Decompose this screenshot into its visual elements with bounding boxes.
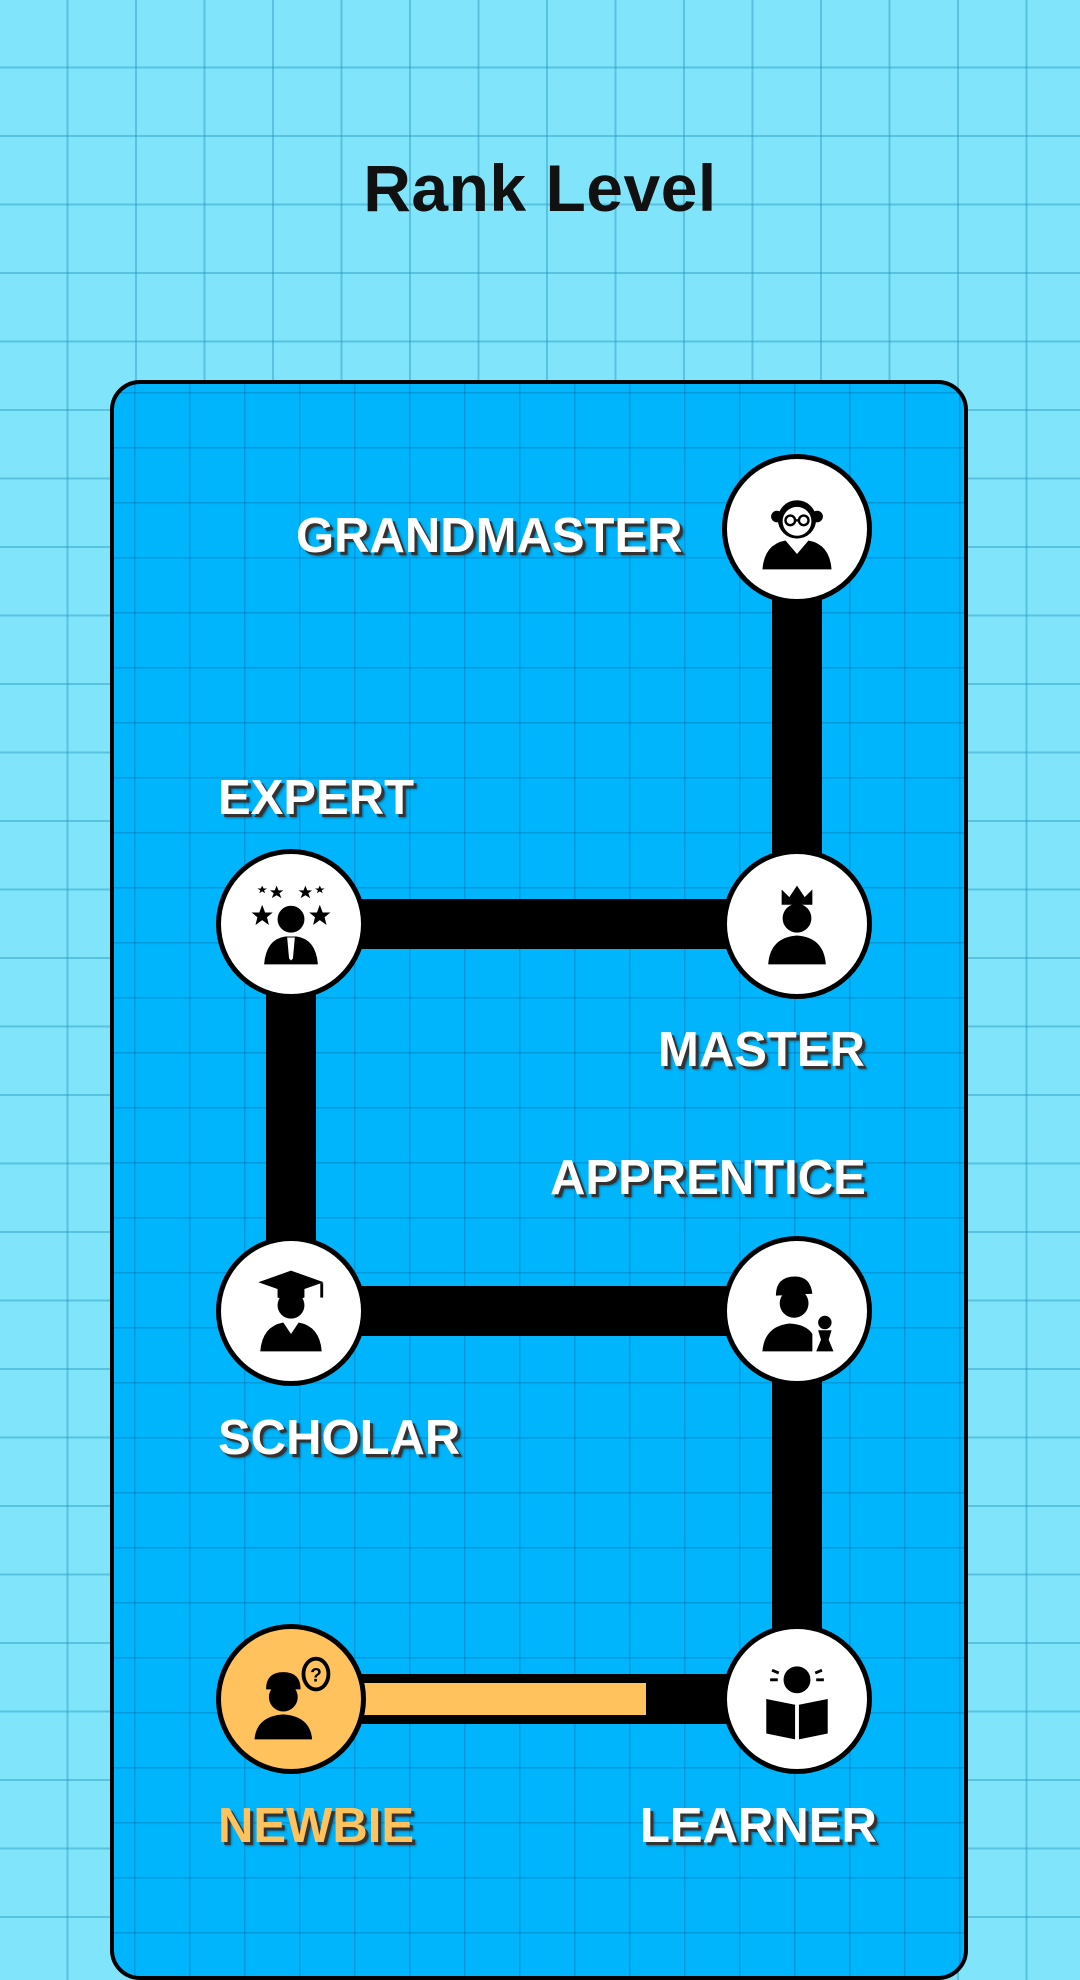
rank-node-apprentice[interactable] bbox=[722, 1236, 872, 1386]
rank-path-panel: GRANDMASTER EXPERT MASTER APPRENTICE bbox=[110, 380, 968, 1980]
page-title: Rank Level bbox=[363, 151, 717, 225]
rank-label-newbie: NEWBIE bbox=[218, 1799, 414, 1853]
graduate-cap-icon bbox=[258, 1270, 324, 1352]
path-segment-expert-master bbox=[289, 899, 789, 949]
apprentice-chess-icon bbox=[762, 1276, 834, 1352]
rank-node-master[interactable] bbox=[722, 849, 872, 999]
rank-label-apprentice: APPRENTICE bbox=[550, 1151, 866, 1205]
rank-node-learner[interactable] bbox=[722, 1624, 872, 1774]
rank-label-learner: LEARNER bbox=[640, 1799, 877, 1853]
confused-person-icon: ? bbox=[254, 1656, 331, 1740]
rank-node-scholar[interactable] bbox=[216, 1236, 366, 1386]
reader-book-icon bbox=[766, 1666, 828, 1740]
crowned-person-icon bbox=[768, 885, 826, 965]
old-man-glasses-icon bbox=[762, 500, 832, 570]
rank-label-expert: EXPERT bbox=[218, 771, 415, 825]
rank-node-expert[interactable] bbox=[216, 849, 366, 999]
rank-label-grandmaster: GRANDMASTER bbox=[296, 509, 683, 563]
rank-label-master: MASTER bbox=[658, 1023, 865, 1077]
rank-node-newbie[interactable]: ? bbox=[216, 1624, 366, 1774]
progress-fill bbox=[334, 1683, 646, 1715]
expert-stars-icon bbox=[251, 885, 331, 965]
rank-node-grandmaster[interactable] bbox=[722, 454, 872, 604]
svg-text:?: ? bbox=[310, 1666, 322, 1687]
path-segment-scholar-apprentice bbox=[289, 1286, 789, 1336]
rank-label-scholar: SCHOLAR bbox=[218, 1411, 461, 1465]
